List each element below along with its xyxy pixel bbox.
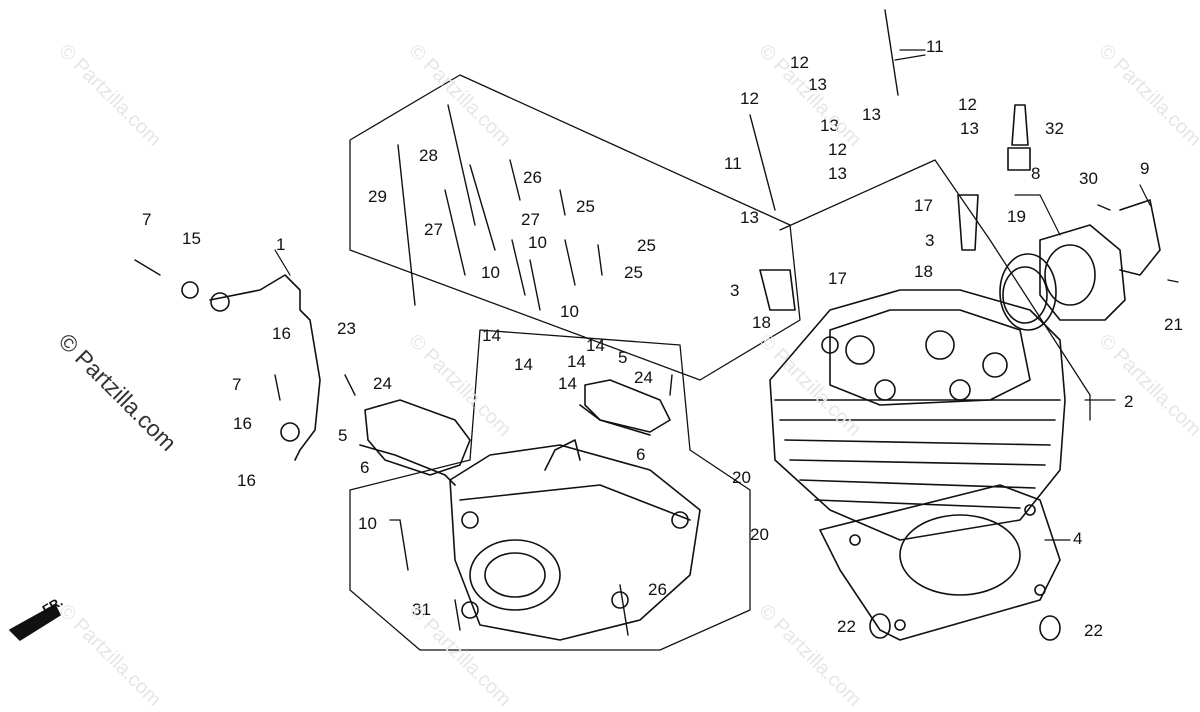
callout-3b: 3	[730, 281, 740, 300]
callout-1: 1	[276, 235, 286, 254]
callout-7a: 7	[142, 210, 152, 229]
front-arrow-shape	[9, 604, 61, 641]
callout-6a: 6	[360, 458, 370, 477]
callout-14b: 14	[514, 355, 533, 374]
callout-26a: 26	[523, 168, 542, 187]
callout-16c: 16	[237, 471, 256, 490]
callout-27a: 27	[424, 220, 443, 239]
diagram-drawing	[9, 9, 1179, 651]
callout-10d: 10	[358, 514, 377, 533]
callout-24a: 24	[373, 374, 392, 393]
callout-2: 2	[1124, 392, 1134, 411]
callout-22a: 22	[837, 617, 856, 636]
bolts-drawing	[134, 9, 1179, 636]
callout-13c: 13	[820, 116, 839, 135]
callout-21: 21	[1164, 315, 1183, 334]
callout-14a: 14	[482, 326, 501, 345]
callout-9: 9	[1140, 159, 1150, 178]
head-group-line	[779, 159, 1091, 421]
callout-10a: 10	[481, 263, 500, 282]
callout-28: 28	[419, 146, 438, 165]
callout-25a: 25	[576, 197, 595, 216]
callout-5a: 5	[338, 426, 348, 445]
intake-manifold-drawing	[999, 199, 1161, 331]
oil-pipe-drawing	[181, 274, 321, 461]
callout-16b: 16	[233, 414, 252, 433]
callout-10b: 10	[528, 233, 547, 252]
callout-12d: 12	[828, 140, 847, 159]
callout-11b: 11	[724, 154, 742, 173]
callout-12a: 12	[790, 53, 809, 72]
callout-26b: 26	[648, 580, 667, 599]
parts-diagram: 1 2 3 3 4 5 5 6 6 7 7 8 9 10 10 10 10 10…	[9, 9, 1200, 711]
callout-31: 31	[412, 600, 431, 619]
callout-29: 29	[368, 187, 387, 206]
callout-23: 23	[337, 319, 356, 338]
callout-13f: 13	[740, 208, 759, 227]
callout-13b: 13	[862, 105, 881, 124]
valve-guide-drawing-2	[759, 269, 796, 311]
callout-25b: 25	[637, 236, 656, 255]
callout-16a: 16	[272, 324, 291, 343]
tappet-cover-left-drawing	[359, 399, 471, 486]
dowel-pin-22b	[1039, 615, 1061, 641]
rocker-cover-drawing	[449, 439, 701, 641]
callout-27b: 27	[521, 210, 540, 229]
callout-30: 30	[1079, 169, 1098, 188]
callout-18a: 18	[914, 262, 933, 281]
callout-6b: 6	[636, 445, 646, 464]
callout-3a: 3	[925, 231, 935, 250]
callout-14d: 14	[567, 352, 586, 371]
callout-10c: 10	[560, 302, 579, 321]
callout-14c: 14	[586, 336, 605, 355]
cover-group-boundary	[349, 329, 751, 651]
leader-lines	[274, 49, 1151, 541]
callout-13e: 13	[828, 164, 847, 183]
callout-32: 32	[1045, 119, 1064, 138]
callout-17b: 17	[828, 269, 847, 288]
callout-20a: 20	[732, 468, 751, 487]
o-ring-19	[1002, 266, 1048, 324]
callout-7b: 7	[232, 375, 242, 394]
valve-guide-drawing	[957, 194, 979, 251]
callout-8: 8	[1031, 164, 1041, 183]
head-gasket-drawing	[819, 484, 1061, 641]
tappet-cover-right-drawing	[579, 379, 671, 436]
callout-15: 15	[182, 229, 201, 248]
callout-17a: 17	[914, 196, 933, 215]
callout-18b: 18	[752, 313, 771, 332]
spark-plug-drawing	[1007, 104, 1031, 171]
callout-12c: 12	[958, 95, 977, 114]
callout-12b: 12	[740, 89, 759, 108]
callout-13d: 13	[960, 119, 979, 138]
cylinder-head-drawing	[769, 289, 1066, 541]
callout-4: 4	[1073, 529, 1083, 548]
callout-19: 19	[1007, 207, 1026, 226]
dowel-pin-22a	[869, 613, 891, 639]
callout-24b: 24	[634, 368, 653, 387]
callout-14e: 14	[558, 374, 577, 393]
callout-5b: 5	[618, 348, 628, 367]
bolt-group-boundary	[349, 74, 801, 381]
callout-20b: 20	[750, 525, 769, 544]
callout-13a: 13	[808, 75, 827, 94]
callout-11a: 11	[926, 37, 944, 56]
callout-22b: 22	[1084, 621, 1103, 640]
callout-25c: 25	[624, 263, 643, 282]
